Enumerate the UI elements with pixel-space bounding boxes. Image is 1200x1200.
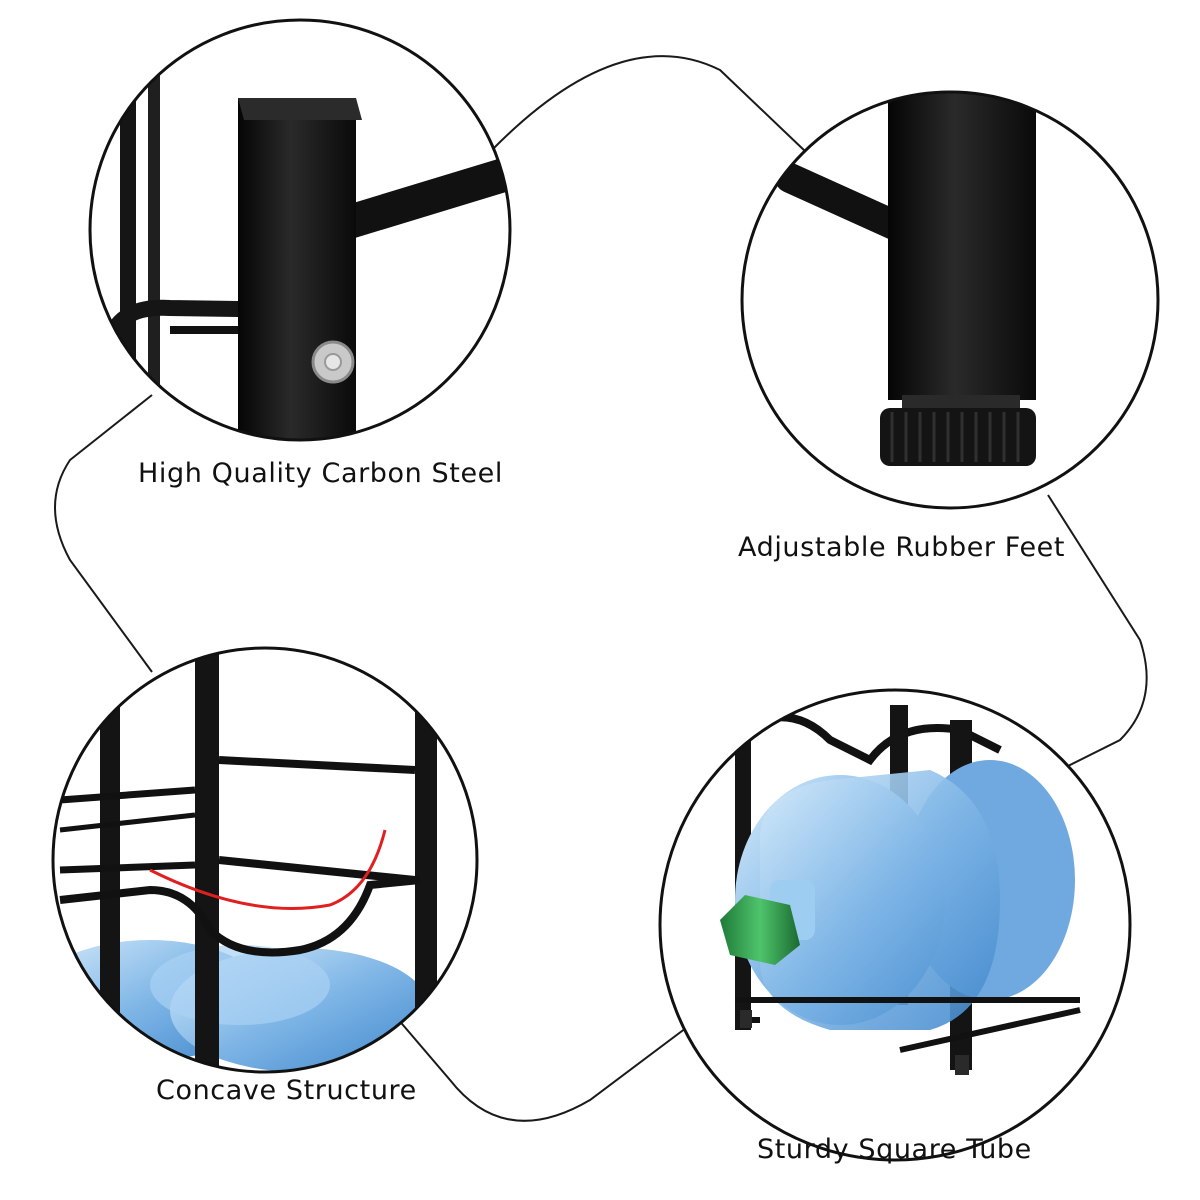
carbon-steel-frame-closeup [88,18,512,442]
connector-line [54,55,1148,1122]
rubber-foot-closeup [740,90,1160,510]
square-tube-rack-closeup [658,688,1132,1162]
caption-concave-structure: Concave Structure [156,1075,417,1106]
caption-square-tube: Sturdy Square Tube [757,1134,1032,1165]
caption-carbon-steel: High Quality Carbon Steel [138,458,503,489]
concave-rack-closeup [51,646,479,1074]
caption-rubber-feet: Adjustable Rubber Feet [738,532,1066,563]
